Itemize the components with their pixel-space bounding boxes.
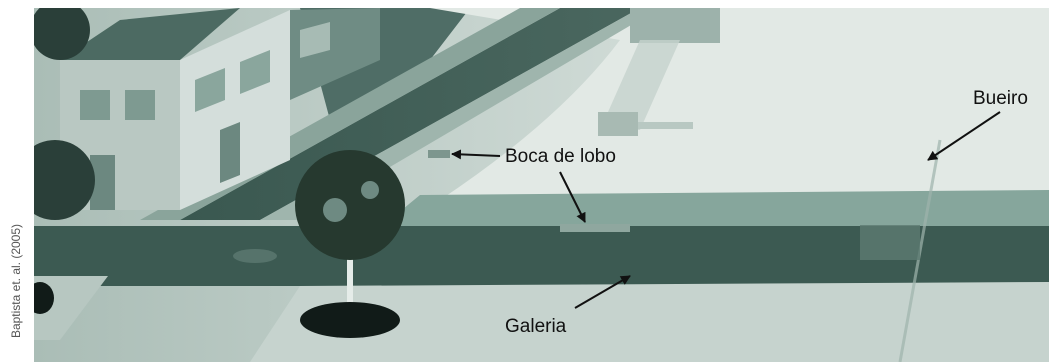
grass-strip [380,190,1049,228]
hill [430,8,1049,200]
pipe [638,122,693,129]
window [125,90,155,120]
tree-canopy [295,150,405,260]
arrow-galeria [574,275,631,309]
channel [600,40,680,130]
culvert-box [860,225,920,260]
storm-drain-inlet [560,224,630,232]
tree-shadow [300,302,400,338]
door [220,122,240,183]
arrow-bueiro [927,111,1001,161]
inlet-box [598,112,638,136]
tree-shadow-left [34,282,54,314]
arrow-boca-lower [559,171,586,223]
manhole [233,249,277,263]
tree-canopy [34,8,90,60]
tree-trunk [347,240,353,310]
window [195,68,225,112]
tree-highlight [323,198,347,222]
structure-top [630,8,720,43]
arrow-boca-upper [451,149,501,160]
storm-drain-inlet-upper [428,150,450,158]
window [80,90,110,120]
label-galeria: Galeria [505,316,567,337]
diagonal-road [180,8,640,220]
building-back-window [300,22,330,58]
drainage-illustration: Boca de lobo Bueiro Galeria [34,8,1049,362]
tree-canopy [34,140,95,220]
window [240,50,270,94]
label-boca-de-lobo: Boca de lobo [505,146,616,167]
front-sidewalk [250,282,1049,362]
building-left-roof [60,8,240,60]
label-bueiro: Bueiro [973,88,1028,109]
source-credit: Baptista et. al. (2005) [9,223,23,339]
tree-highlight [361,181,379,199]
